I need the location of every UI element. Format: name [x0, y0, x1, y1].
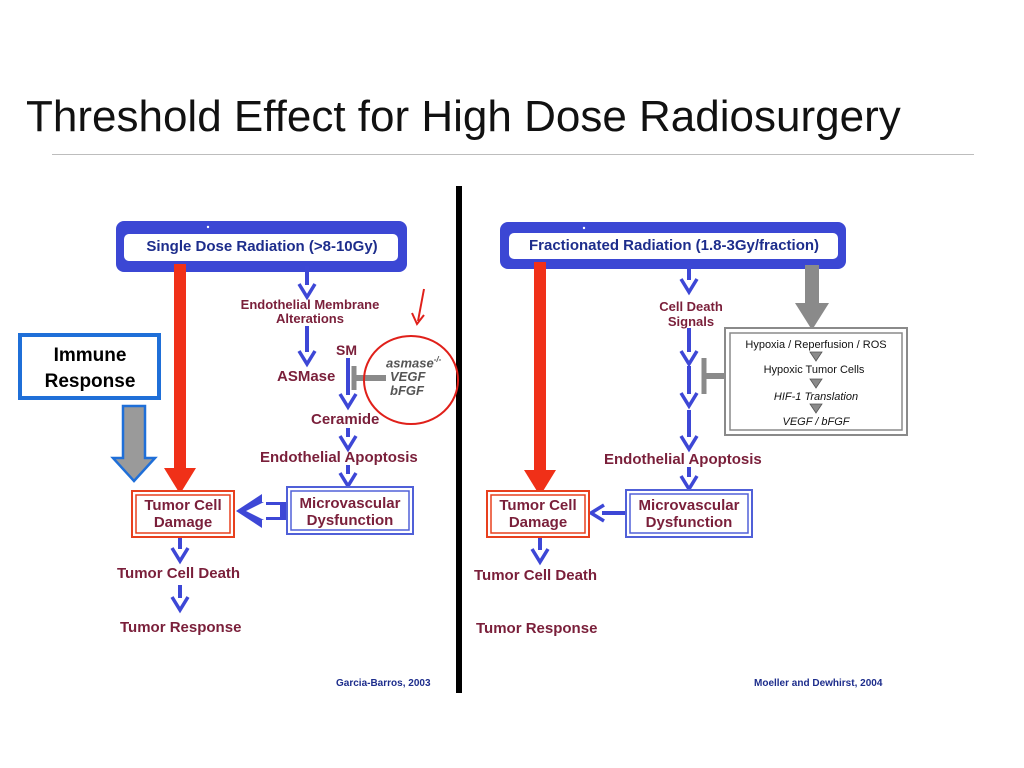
bfgf-label: bFGF	[390, 383, 424, 399]
vegf-label: VEGF	[390, 369, 426, 385]
left-citation: Garcia-Barros, 2003	[336, 678, 431, 689]
left-microvascular-box	[286, 486, 414, 535]
right-citation: Moeller and Dewhirst, 2004	[754, 678, 883, 689]
endothelial-membrane-label: Endothelial Membrane Alterations	[240, 297, 380, 326]
ceramide-label: Ceramide	[311, 411, 380, 428]
cell-death-signals-label: Cell Death Signals	[659, 299, 723, 329]
left-tumor-response-label: Tumor Response	[120, 619, 242, 636]
right-red-arrow-shaft	[534, 262, 546, 472]
slide-title: Threshold Effect for High Dose Radiosurg…	[26, 92, 901, 141]
right-red-arrow-head	[524, 470, 556, 496]
immune-response-label: Immune Response	[44, 345, 136, 392]
right-microvascular-box	[625, 489, 753, 538]
highlight-circle	[363, 335, 459, 425]
right-banner-label: Fractionated Radiation (1.8-3Gy/fraction…	[528, 237, 820, 254]
right-tumor-damage-label: Tumor Cell Damage	[499, 497, 577, 531]
inhibitor-labels: asmase-/- VEGF bFGF	[386, 353, 441, 398]
left-tumor-damage-label: Tumor Cell Damage	[144, 497, 222, 531]
left-tumor-cell-death-label: Tumor Cell Death	[117, 565, 241, 582]
left-endothelial-apoptosis-label: Endothelial Apoptosis	[260, 449, 418, 466]
title-divider	[52, 154, 974, 155]
right-tumor-cell-death-label: Tumor Cell Death	[474, 567, 598, 584]
hypoxic-tumor-cells-label: Hypoxic Tumor Cells	[763, 364, 865, 376]
left-banner-inner	[124, 234, 398, 261]
immune-response-box	[18, 333, 161, 400]
left-banner-label: Single Dose Radiation (>8-10Gy)	[146, 238, 378, 255]
right-microvascular-label: Microvascular Dysfunction	[638, 497, 740, 531]
hypoxia-reperfusion-label: Hypoxia / Reperfusion / ROS	[745, 339, 887, 351]
asmase-knockout-label: asmase	[386, 355, 434, 371]
asmase-label: ASMase	[277, 368, 336, 385]
left-microvascular-label: Microvascular Dysfunction	[299, 495, 401, 529]
hif1-translation-label: HIF-1 Translation	[773, 391, 859, 403]
sm-label: SM	[336, 342, 357, 358]
vegf-bfgf-label: VEGF / bFGF	[782, 416, 850, 428]
right-tumor-damage-box	[486, 490, 590, 538]
left-tumor-damage-box	[131, 490, 235, 538]
left-red-arrow-shaft	[174, 264, 186, 470]
immune-gray-arrow	[110, 404, 158, 483]
left-red-arrow-head	[164, 468, 196, 494]
right-endothelial-apoptosis-label: Endothelial Apoptosis	[604, 451, 762, 468]
asmase-knockout-superscript: -/-	[433, 355, 442, 364]
right-tumor-response-label: Tumor Response	[476, 620, 598, 637]
